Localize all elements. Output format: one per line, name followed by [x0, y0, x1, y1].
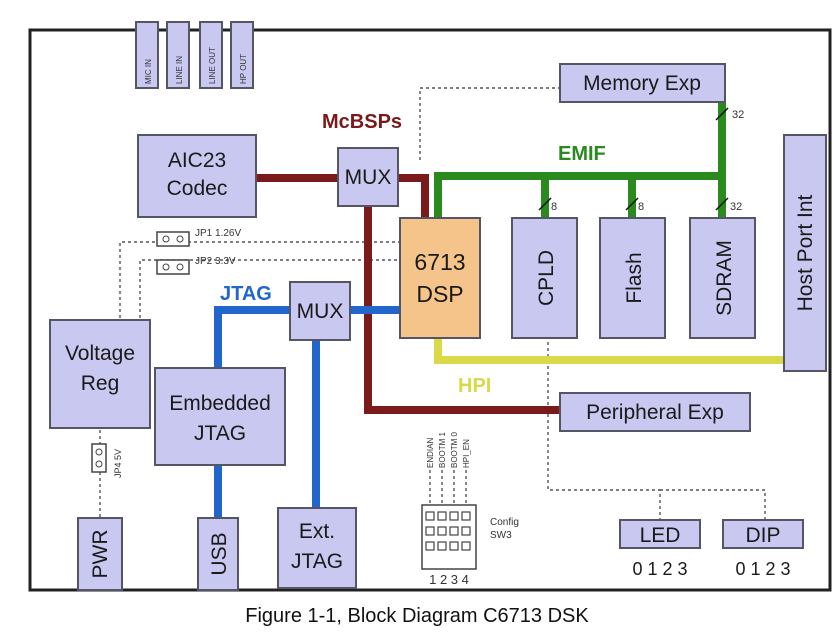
sw3-label: SW3: [490, 530, 512, 541]
aic23-codec-block: AIC23 Codec: [137, 134, 257, 218]
hpi-bus: [434, 338, 784, 364]
embedded-label: Embedded: [169, 392, 271, 415]
embedded-jtag-label: JTAG: [194, 422, 246, 445]
emif-bus: [434, 103, 726, 225]
mux-mid-label: MUX: [297, 300, 344, 323]
led-label: LED: [640, 524, 681, 547]
line-in-label: LINE IN: [175, 56, 184, 84]
pwr-block: PWR: [77, 517, 123, 591]
bus-width-markers: 32 8 8 32: [538, 107, 744, 213]
ext-jtag-label: JTAG: [291, 550, 343, 573]
mcbsp-bus: [251, 174, 560, 414]
top-connectors: MIC IN LINE IN LINE OUT HP OUT: [135, 21, 254, 89]
line-out-label: LINE OUT: [208, 47, 217, 84]
aic23-label: AIC23: [168, 149, 226, 172]
dsp-block: 6713 DSP: [399, 217, 481, 339]
flash-label: Flash: [623, 252, 646, 303]
line-out-connector: [199, 21, 223, 89]
mic-in-connector: [135, 21, 159, 89]
host-port-int-block: Host Port Int: [783, 134, 827, 372]
jp4-label: JP4 5V: [113, 449, 123, 478]
jp2-label: JP2 3.3V: [195, 256, 236, 267]
peripheral-exp-label: Peripheral Exp: [586, 401, 724, 424]
config-switch-numbers: 1 2 3 4: [429, 572, 469, 587]
hp-out-label: HP OUT: [239, 54, 248, 84]
reg-label: Reg: [81, 372, 120, 395]
jumper-jp4: JP4 5V: [91, 443, 123, 478]
mcbsps-bus-label: McBSPs: [322, 111, 402, 133]
voltage-label: Voltage: [65, 342, 135, 365]
dsp-label: DSP: [416, 281, 463, 307]
config-switch-body: [421, 504, 477, 570]
sdram-block: SDRAM: [689, 217, 756, 339]
memory-exp-block: Memory Exp: [559, 63, 726, 103]
flash-block: Flash: [599, 217, 666, 339]
config-switch-label-3: BOOTM 0: [450, 431, 459, 468]
embedded-jtag-block: Embedded JTAG: [154, 367, 286, 466]
sdram-label: SDRAM: [713, 240, 736, 316]
dsp-model-label: 6713: [414, 249, 465, 275]
sdram-width: 32: [730, 201, 742, 213]
jp1-label: JP1 1.26V: [195, 228, 241, 239]
mux-top-block: MUX: [337, 147, 399, 207]
config-switch-label-4: HPI_EN: [462, 439, 471, 468]
flash-width: 8: [638, 201, 644, 213]
dip-bits: 0 1 2 3: [735, 559, 790, 579]
jtag-bus-label: JTAG: [220, 283, 272, 305]
cpld-width: 8: [551, 201, 557, 213]
hp-out-connector: [230, 21, 254, 89]
cpld-label: CPLD: [535, 250, 558, 306]
ext-label: Ext.: [299, 520, 335, 543]
jumper-jp1: JP1 1.26V: [156, 228, 241, 247]
ext-jtag-block: Ext. JTAG: [277, 507, 357, 589]
voltage-reg-block: Voltage Reg: [49, 319, 151, 429]
mux-mid-block: MUX: [289, 281, 351, 341]
usb-label: USB: [208, 532, 231, 575]
memory-exp-label: Memory Exp: [583, 72, 701, 95]
peripheral-exp-block: Peripheral Exp: [559, 392, 751, 432]
host-port-int-label: Host Port Int: [794, 194, 817, 311]
led-block: LED 0 1 2 3: [619, 519, 701, 579]
mux-top-label: MUX: [345, 166, 392, 189]
line-in-connector: [166, 21, 190, 89]
dip-label: DIP: [745, 524, 780, 547]
pwr-label: PWR: [89, 530, 112, 579]
mic-in-label: MIC IN: [144, 59, 153, 84]
config-label: Config: [490, 517, 519, 528]
config-switch-label-1: ENDIAN: [426, 438, 435, 468]
emif-bus-label: EMIF: [558, 143, 606, 165]
config-switch-label-2: BOOTM 1: [438, 431, 447, 468]
jumper-jp2: JP2 3.3V: [156, 256, 236, 275]
dip-block: DIP 0 1 2 3: [722, 519, 804, 579]
usb-block: USB: [197, 517, 239, 591]
cpld-block: CPLD: [511, 217, 578, 339]
figure-caption: Figure 1-1, Block Diagram C6713 DSK: [245, 605, 589, 627]
jtag-bus: [214, 306, 402, 520]
config-switch: ENDIAN BOOTM 1 BOOTM 0 HPI_EN Config SW3…: [421, 431, 519, 587]
led-bits: 0 1 2 3: [632, 559, 687, 579]
memory-exp-width: 32: [732, 109, 744, 121]
hpi-bus-label: HPI: [458, 375, 491, 397]
codec-label: Codec: [167, 177, 228, 200]
